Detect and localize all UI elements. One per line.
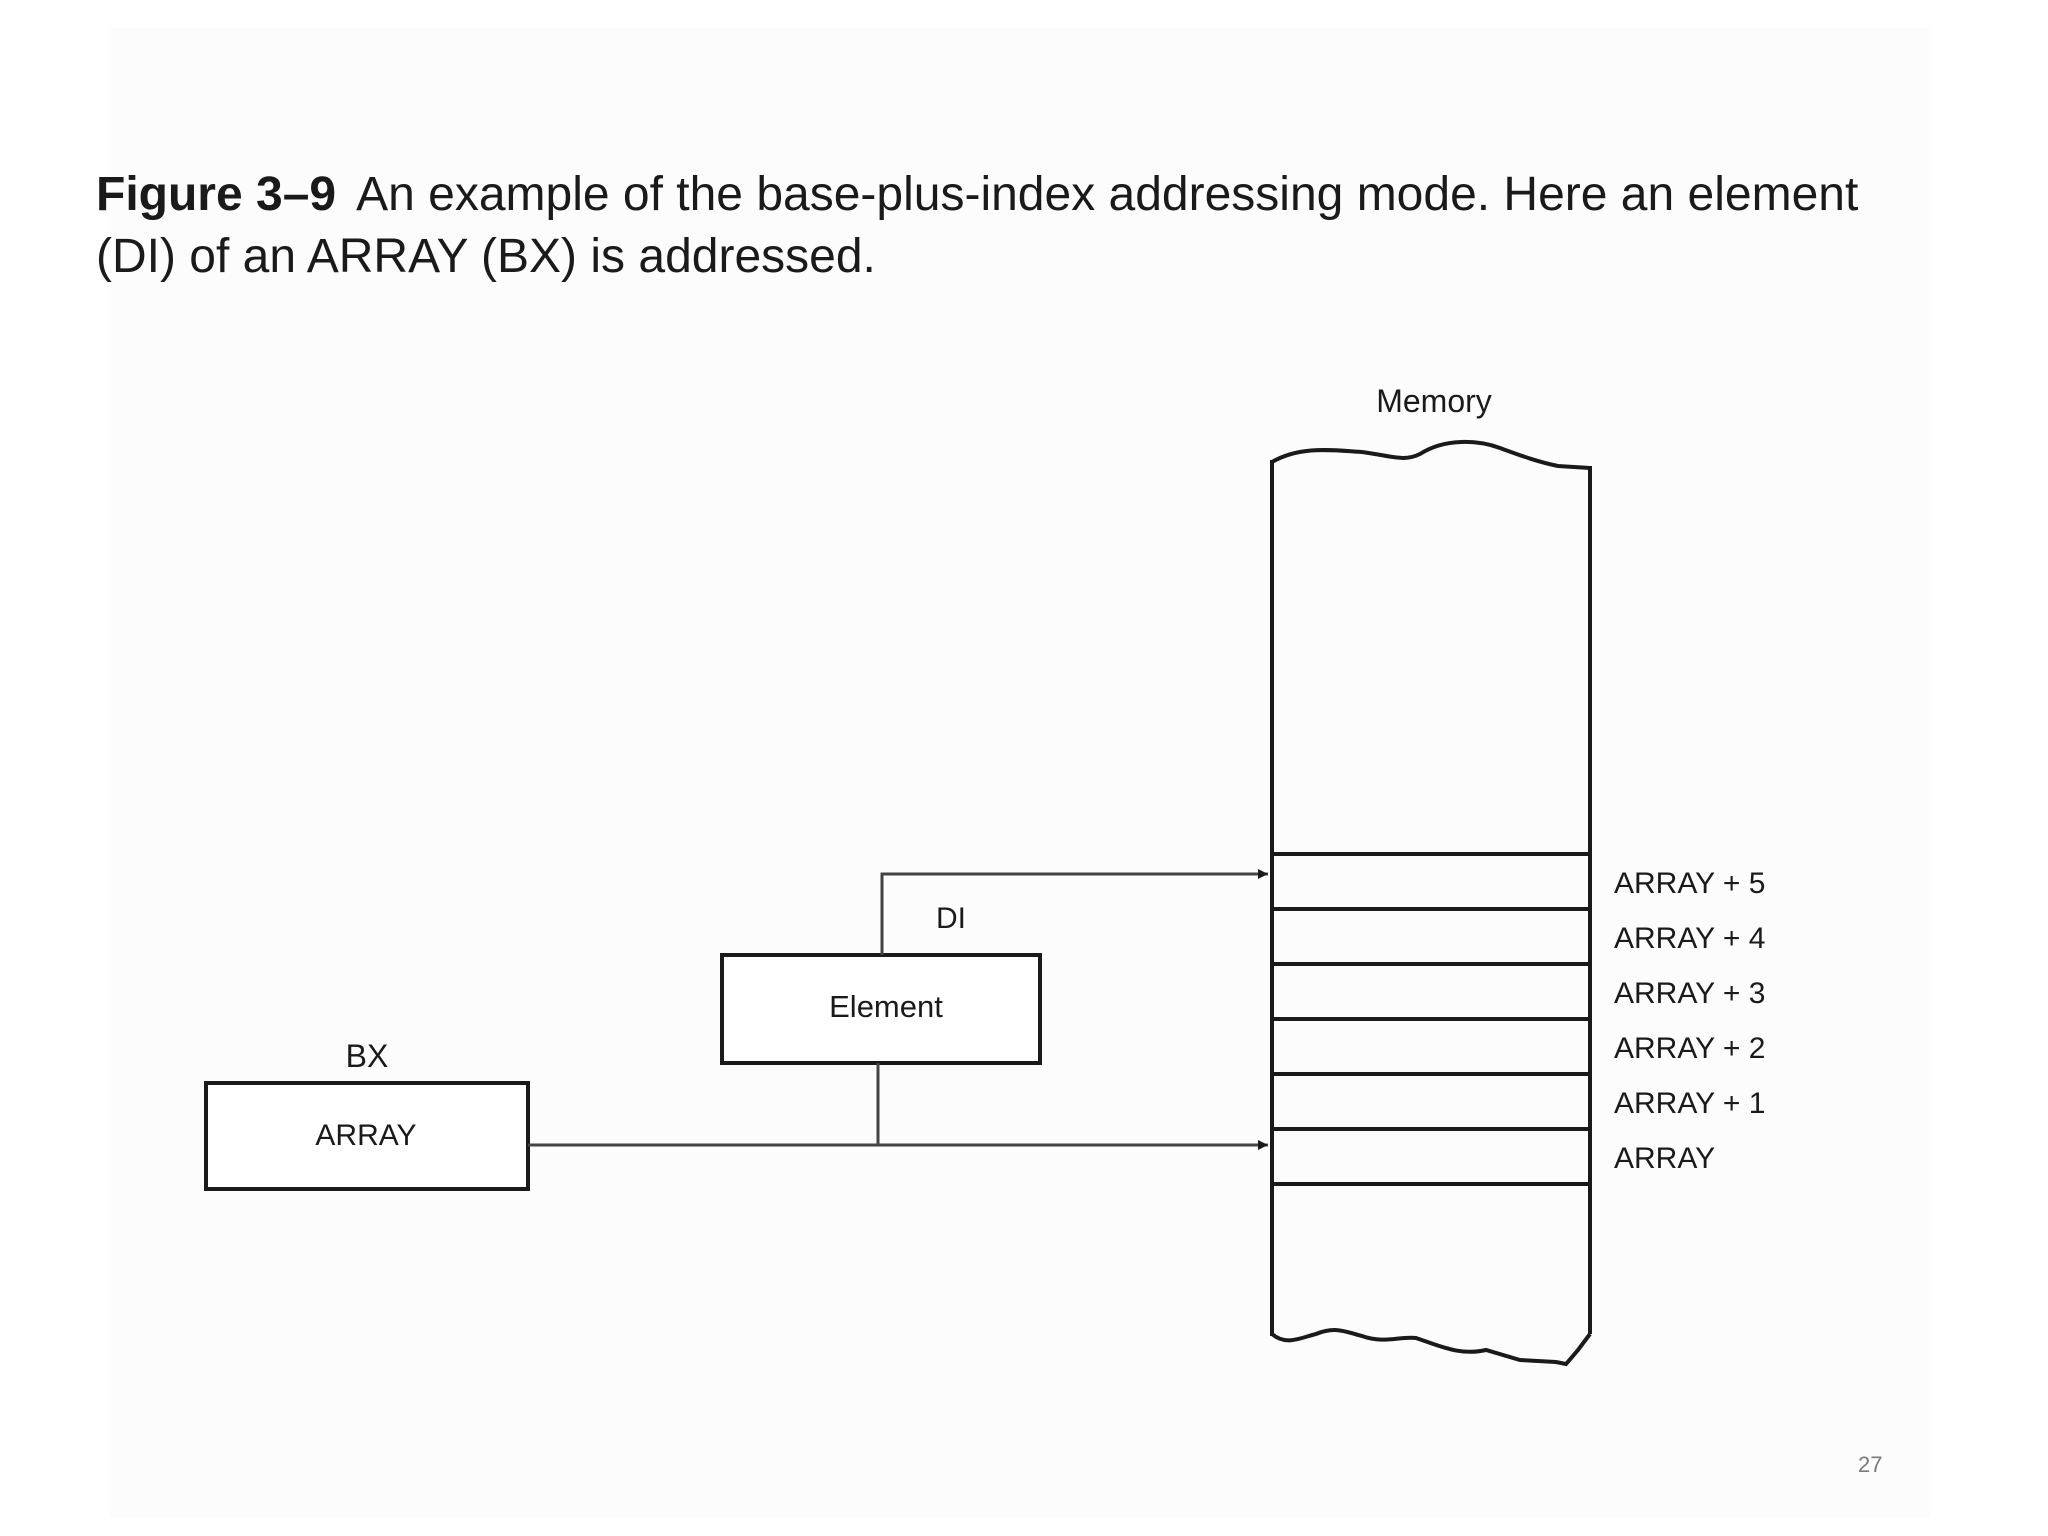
slide-background [110,28,1930,1518]
memory-top-break [1271,440,1591,470]
bx-register-value: ARRAY [315,1119,416,1152]
di-register-value: Element [829,989,943,1024]
bx-register-label: BX [346,1038,389,1074]
memory-cell-label: ARRAY + 5 [1614,867,1765,900]
bx-register-box [204,1081,530,1191]
memory-cell-label: ARRAY + 1 [1614,1087,1765,1120]
memory-cell-label: ARRAY [1614,1142,1715,1175]
caption-text: An example of the base-plus-index addres… [96,168,1859,283]
memory-column [1270,440,1592,1367]
figure-label: Figure 3–9 [96,168,337,221]
di-register-label: DI [936,902,966,935]
di-register-box [720,953,1042,1065]
memory-cell-label: ARRAY + 2 [1614,1032,1765,1065]
memory-label: Memory [1376,383,1492,419]
page-number: 27 [1858,1452,1883,1477]
memory-cell-labels: ARRAY + 5 ARRAY + 4 ARRAY + 3 ARRAY + 2 ARRA… [1614,867,1765,1175]
memory-cell-label: ARRAY + 3 [1614,977,1765,1010]
memory-bottom-break [1270,1328,1592,1367]
di-to-element-connector [880,869,1268,955]
memory-cell-dividers [1272,852,1590,1186]
connectors [528,869,1268,1150]
memory-cell-label: ARRAY + 4 [1614,922,1765,955]
